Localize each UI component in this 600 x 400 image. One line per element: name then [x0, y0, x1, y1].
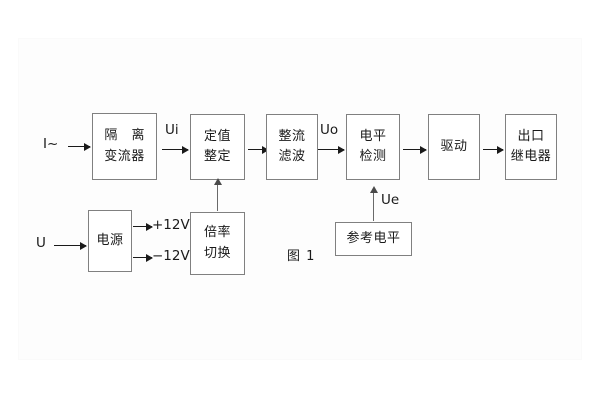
block-isolation-transformer: 隔 离 变流器	[92, 113, 157, 180]
arrow-rectify-to-level-detect	[318, 145, 345, 154]
block-output-relay-line1: 出口	[517, 128, 545, 144]
block-level-detect-line1: 电平	[359, 128, 387, 144]
figure-caption: 图 1	[287, 249, 316, 264]
arrow-setting-to-rectify	[248, 145, 269, 154]
arrow-current-to-isolation	[68, 142, 91, 151]
block-output-relay: 出口 继电器	[505, 114, 557, 180]
block-rectify-line1: 整流	[278, 128, 306, 144]
block-output-relay-line2: 继电器	[510, 149, 552, 164]
arrow-reference-level-to-level-detect	[369, 186, 378, 221]
diagram-background-panel	[18, 38, 582, 360]
block-rectify-line2: 滤波	[278, 149, 306, 164]
block-reference-level: 参考电平	[335, 222, 412, 256]
block-drive: 驱动	[428, 114, 480, 180]
block-reference-level-line1: 参考电平	[346, 230, 401, 246]
supply-negative-label: −12V	[152, 248, 190, 264]
voltage-input-label: U	[36, 235, 46, 251]
block-rectify-filter: 整流 滤波	[266, 114, 318, 180]
signal-label-ue: Ue	[381, 192, 400, 208]
block-value-setting: 定值 整定	[190, 114, 245, 180]
current-input-label: I~	[43, 136, 59, 152]
block-multiplier-switch: 倍率 切换	[190, 212, 245, 275]
block-isolation-line1: 隔 离	[104, 128, 150, 144]
block-setting-line1: 定值	[203, 128, 231, 144]
block-isolation-line2: 变流器	[104, 148, 145, 164]
arrow-multiplier-switch-to-setting	[213, 178, 222, 211]
block-multiplier-switch-line2: 切换	[203, 245, 231, 261]
supply-positive-label: +12V	[152, 217, 190, 233]
signal-label-uo: Uo	[320, 122, 339, 138]
arrow-level-detect-to-drive	[403, 145, 427, 154]
arrow-isolation-to-setting	[162, 145, 189, 154]
signal-label-ui: Ui	[165, 122, 179, 138]
arrow-power-supply-negative	[133, 253, 153, 262]
block-power-supply: 电源	[88, 210, 132, 272]
block-multiplier-switch-line1: 倍率	[203, 225, 231, 241]
arrow-power-supply-positive	[133, 222, 153, 231]
block-drive-line1: 驱动	[440, 138, 468, 154]
arrow-voltage-to-power-supply	[54, 241, 87, 250]
block-setting-line2: 整定	[203, 149, 231, 164]
block-level-detection: 电平 检测	[346, 114, 400, 180]
block-level-detect-line2: 检测	[359, 149, 387, 164]
arrow-drive-to-output-relay	[483, 145, 504, 154]
block-power-supply-line1: 电源	[96, 232, 124, 248]
